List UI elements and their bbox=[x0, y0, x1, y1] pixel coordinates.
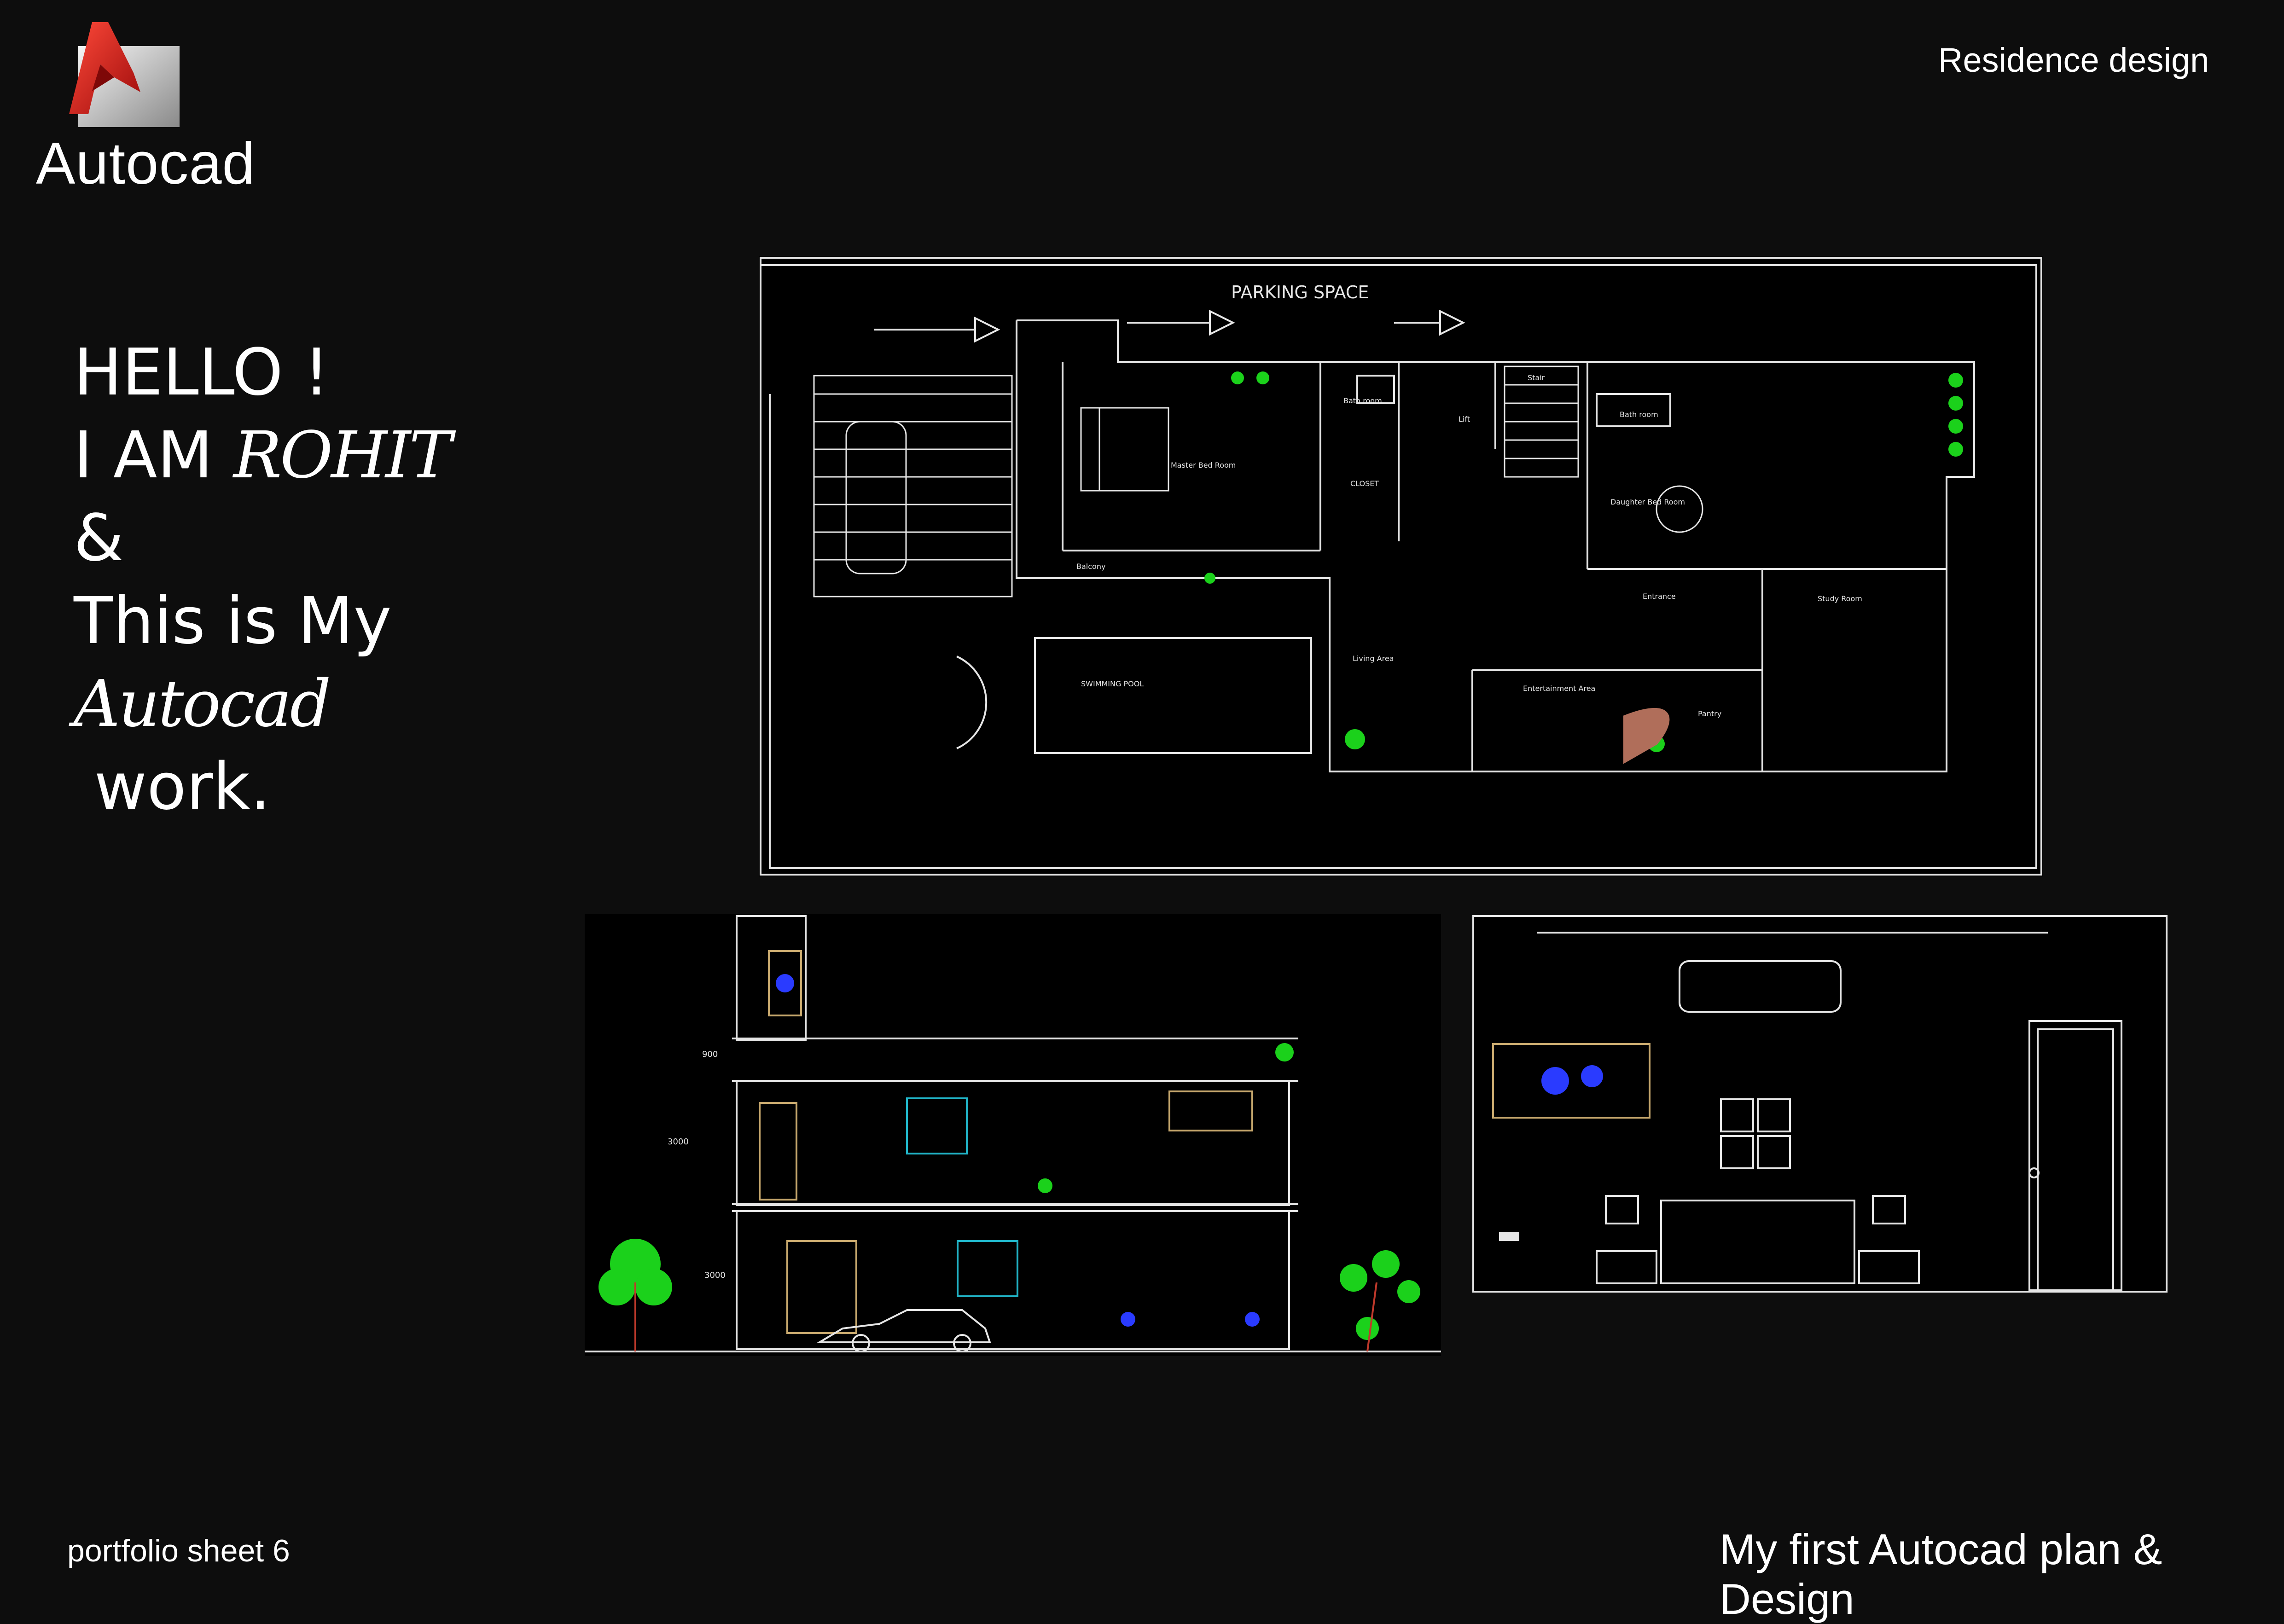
intro-name-prefix: I AM bbox=[74, 418, 233, 493]
room-master-bed-label: Master Bed Room bbox=[1171, 461, 1236, 470]
plants bbox=[1204, 371, 1963, 752]
logo-text: Autocad bbox=[36, 131, 256, 197]
parking-arrows bbox=[874, 309, 1465, 343]
room-pool-label: SWIMMING POOL bbox=[1081, 679, 1144, 688]
window-lower bbox=[957, 1240, 1018, 1297]
trees bbox=[599, 1043, 1420, 1340]
sheet-title: Residence design bbox=[1938, 41, 2209, 79]
elevation-drawing: 900 3000 3000 bbox=[585, 914, 1441, 1356]
car-top-view bbox=[845, 421, 907, 574]
intro-line-autocad: Autocad bbox=[74, 667, 331, 742]
door-lower bbox=[786, 1240, 857, 1334]
room-closet-label: CLOSET bbox=[1350, 479, 1379, 488]
stairs bbox=[1504, 365, 1579, 478]
room-bath-2-label: Bath room bbox=[1620, 410, 1658, 419]
intro-line-work: work. bbox=[74, 749, 271, 824]
autocad-logo bbox=[64, 22, 184, 133]
bedroom-elevation-drawing bbox=[1472, 915, 2168, 1293]
room-stair-label: Stair bbox=[1528, 373, 1545, 382]
door-upper bbox=[759, 1102, 797, 1201]
parking-space-label: PARKING SPACE bbox=[1231, 282, 1369, 302]
room-lift-label: Lift bbox=[1459, 415, 1470, 423]
piano bbox=[1623, 708, 1670, 764]
wall-frame-top bbox=[768, 950, 802, 1016]
intro-name: ROHIT bbox=[233, 418, 452, 493]
room-door bbox=[2028, 1020, 2122, 1291]
wall-painting bbox=[1492, 1043, 1651, 1119]
dim-900: 900 bbox=[702, 1050, 718, 1059]
room-entrance-label: Entrance bbox=[1643, 592, 1676, 601]
intro-line-name: I AM ROHIT bbox=[74, 414, 452, 497]
dim-3000-upper: 3000 bbox=[668, 1137, 689, 1147]
room-living-label: Living Area bbox=[1353, 654, 1394, 663]
side-table-left bbox=[1596, 1250, 1657, 1284]
floor-plan-drawing: PARKING SPACE bbox=[759, 256, 2043, 876]
autocad-logo-icon bbox=[69, 22, 180, 127]
driveway bbox=[813, 375, 1013, 597]
intro-line-ampersand: & bbox=[74, 501, 124, 576]
air-conditioner bbox=[1679, 960, 1842, 1013]
painting-upper bbox=[1168, 1090, 1253, 1131]
room-pantry-label: Pantry bbox=[1698, 709, 1721, 718]
window-upper bbox=[906, 1097, 968, 1154]
portfolio-sheet-label: portfolio sheet 6 bbox=[67, 1533, 290, 1568]
room-daughter-bed-label: Daughter Bed Room bbox=[1610, 498, 1685, 506]
room-entertainment-label: Entertainment Area bbox=[1523, 684, 1595, 693]
intro-line-hello: HELLO ! bbox=[74, 335, 330, 410]
room-balcony-label: Balcony bbox=[1076, 562, 1105, 571]
intro-text: HELLO ! I AM ROHIT & This is My Autocad … bbox=[74, 331, 452, 829]
bed bbox=[1660, 1200, 1855, 1284]
car-side-view bbox=[816, 1309, 991, 1343]
swimming-pool bbox=[956, 637, 1312, 754]
intro-line-this-is: This is My bbox=[74, 584, 392, 659]
room-study-label: Study Room bbox=[1818, 594, 1862, 603]
side-table-right bbox=[1858, 1250, 1920, 1284]
bedroom-bed bbox=[1080, 407, 1703, 533]
plan-caption: My first Autocad plan & Design bbox=[1720, 1525, 2162, 1623]
dim-3000-lower: 3000 bbox=[704, 1270, 726, 1280]
house-outline bbox=[1016, 319, 1975, 772]
room-bath-1-label: Bath room bbox=[1343, 396, 1382, 405]
